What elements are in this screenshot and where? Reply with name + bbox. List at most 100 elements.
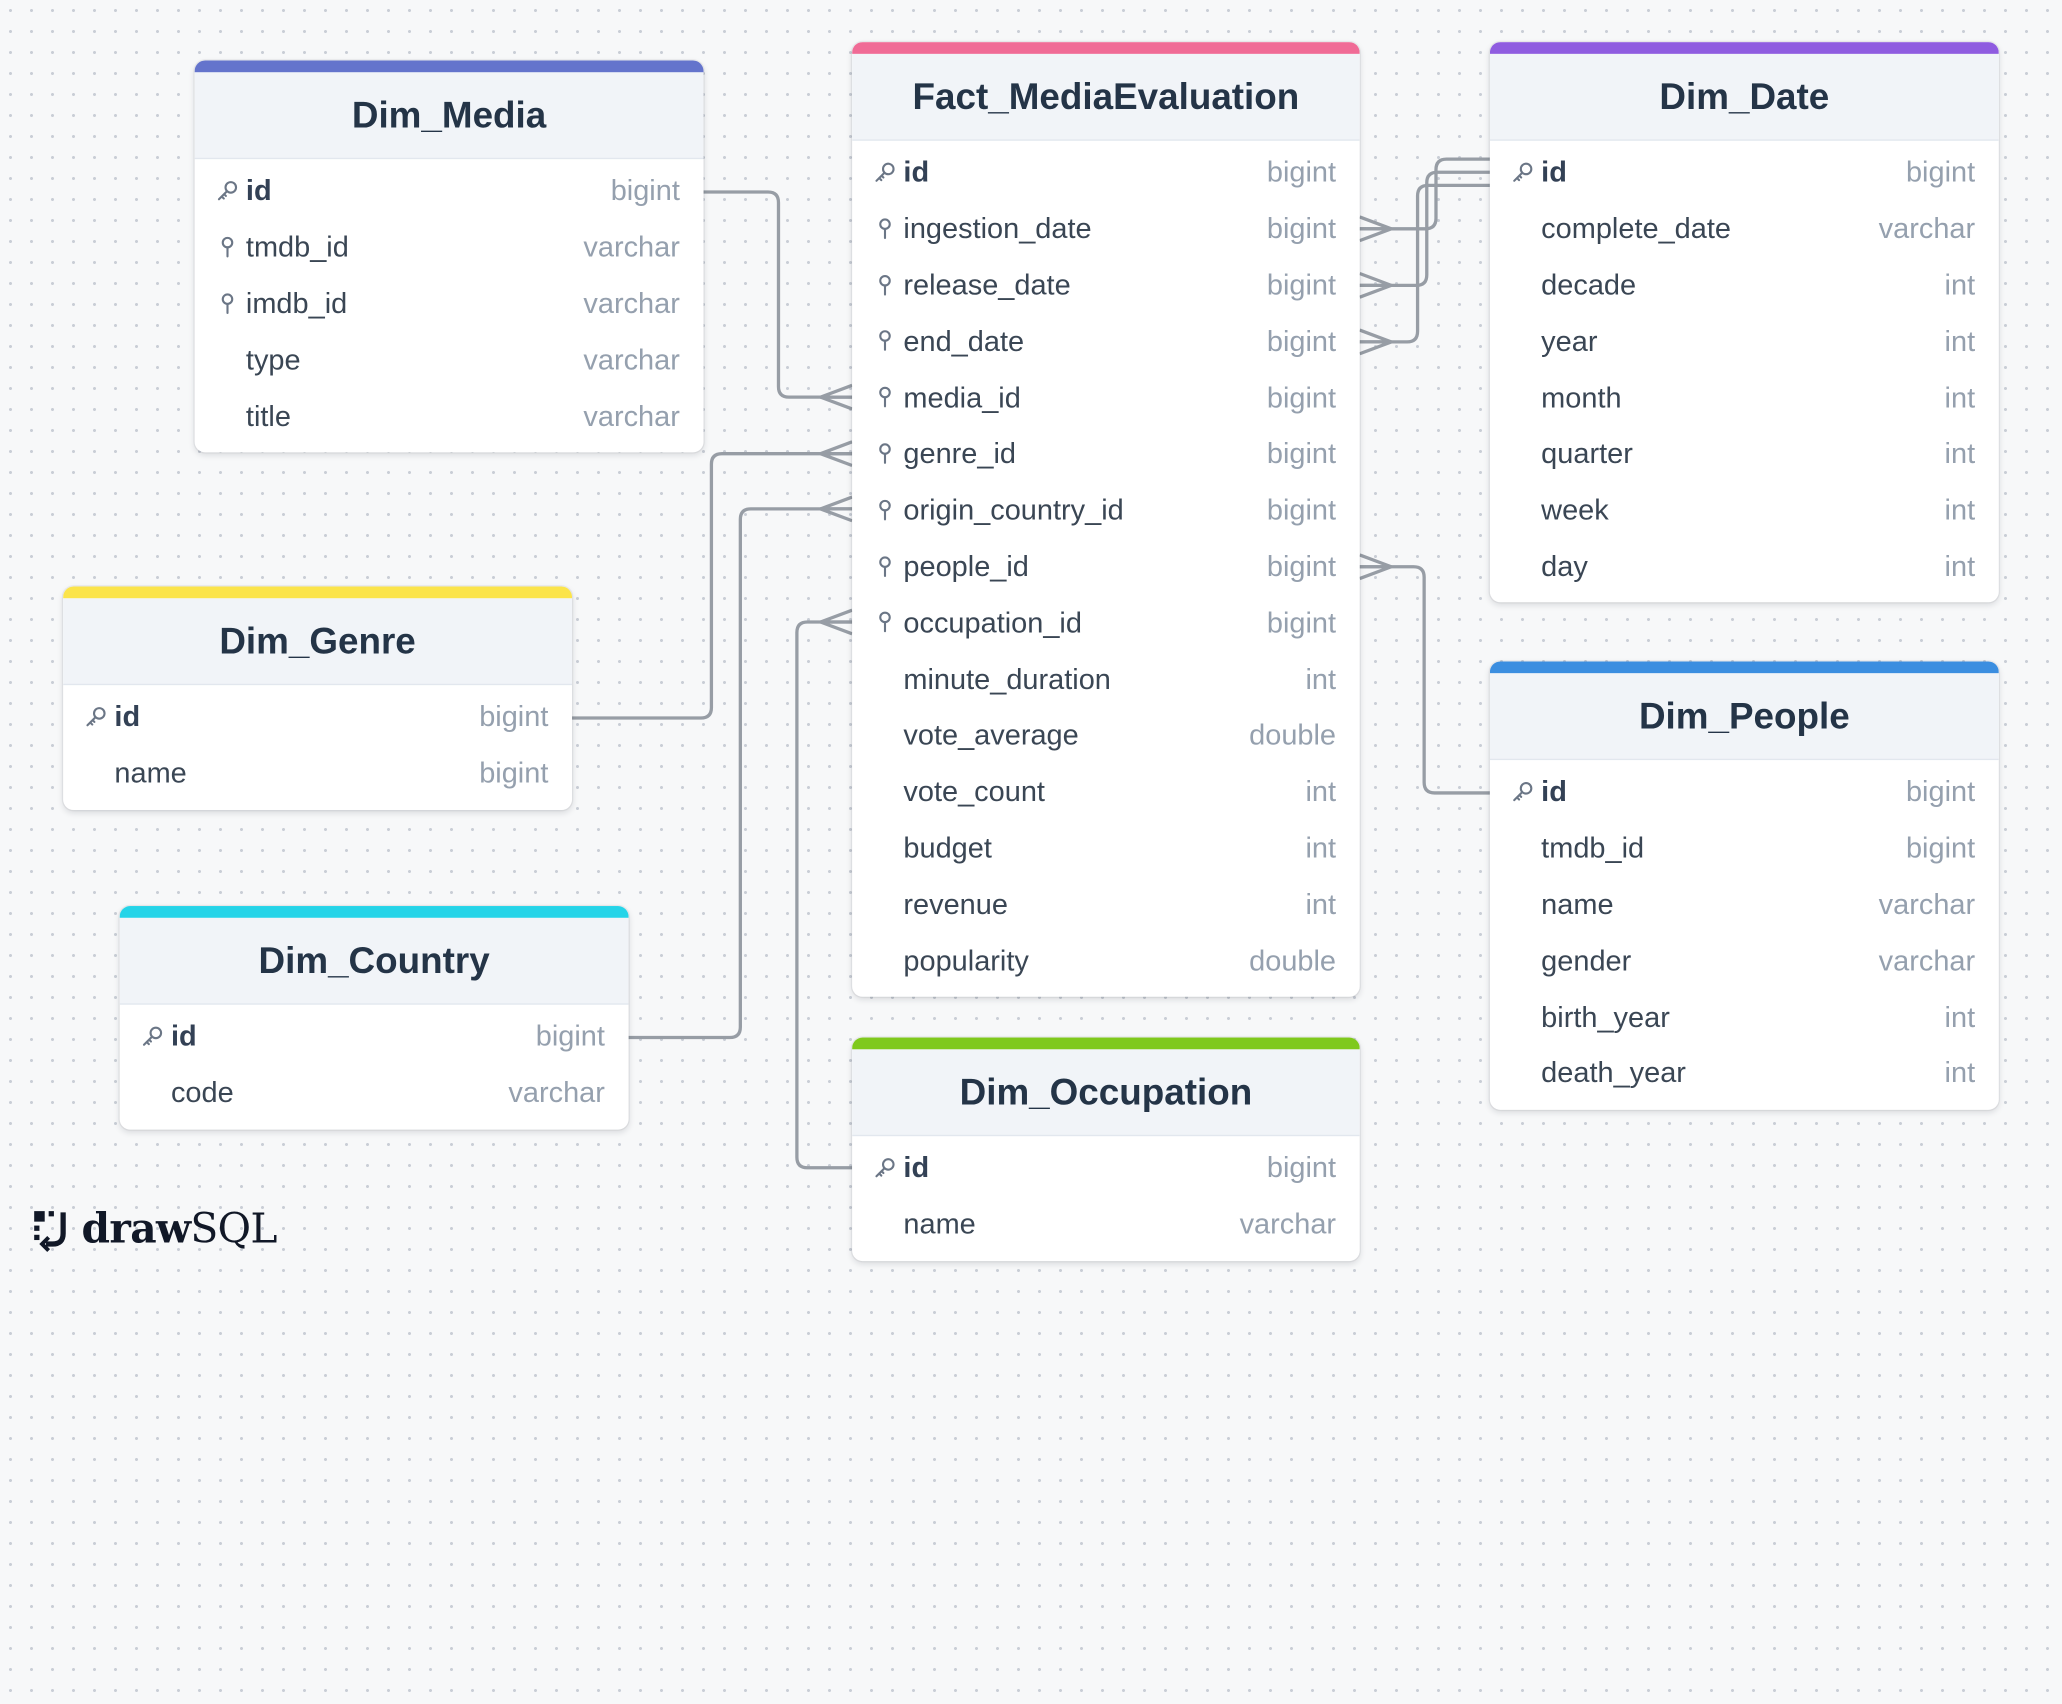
table-title[interactable]: Dim_People	[1489, 673, 1999, 761]
relation-occupation-to-fact[interactable]	[795, 620, 853, 1170]
column-type: int	[1305, 662, 1337, 696]
column-type: int	[1305, 831, 1337, 864]
column-type: int	[1305, 887, 1337, 921]
primary-key-icon	[875, 1158, 895, 1178]
column-type: varchar	[583, 342, 680, 376]
column-name: week	[1541, 493, 1609, 527]
index-key-icon	[879, 555, 891, 577]
column-name: id	[903, 155, 930, 189]
table-accent-bar	[852, 1037, 1360, 1050]
column-name: code	[170, 1075, 234, 1109]
column-type: int	[1305, 774, 1337, 808]
relation-media-to-fact[interactable]	[703, 190, 853, 399]
column-type: bigint	[535, 1019, 605, 1053]
index-key-icon	[879, 274, 891, 296]
table-title[interactable]: Fact_MediaEvaluation	[852, 53, 1360, 141]
column-name: vote_count	[903, 774, 1045, 808]
drawsql-logo-icon	[34, 1211, 66, 1252]
index-key-icon	[879, 330, 891, 352]
crows-foot-marker	[819, 440, 853, 468]
table-title[interactable]: Dim_Date	[1489, 53, 1999, 141]
column-name: title	[245, 399, 291, 433]
column-name: birth_year	[1541, 1000, 1670, 1034]
index-key-icon	[879, 386, 891, 408]
relation-country-to-fact[interactable]	[628, 507, 853, 1040]
relation-people-to-fact[interactable]	[1359, 565, 1490, 795]
relation-date-to-end[interactable]	[1359, 183, 1490, 344]
crows-foot-marker	[1359, 215, 1392, 243]
column-name: tmdb_id	[245, 230, 349, 264]
table-title[interactable]: Dim_Genre	[63, 598, 573, 686]
column-name: end_date	[903, 324, 1025, 358]
column-type: bigint	[1266, 1151, 1337, 1185]
index-key-icon	[879, 218, 891, 239]
table-title[interactable]: Dim_Media	[194, 72, 704, 160]
relation-date-to-release[interactable]	[1359, 170, 1490, 287]
column-name: occupation_id	[903, 605, 1082, 639]
relation-date-to-ingestion[interactable]	[1359, 157, 1490, 231]
relation-genre-to-fact[interactable]	[572, 452, 853, 720]
crows-foot-marker	[819, 495, 853, 523]
column-type: varchar	[583, 286, 680, 320]
table-accent-bar	[1489, 42, 1999, 54]
table-title[interactable]: Dim_Country	[119, 917, 629, 1005]
column-name: vote_average	[903, 718, 1079, 752]
column-name: name	[903, 1207, 976, 1241]
column-row[interactable]: vote_count int	[852, 764, 1360, 820]
table-title[interactable]: Dim_Occupation	[852, 1049, 1360, 1137]
table-accent-bar	[119, 906, 629, 918]
index-key-icon	[879, 612, 891, 633]
